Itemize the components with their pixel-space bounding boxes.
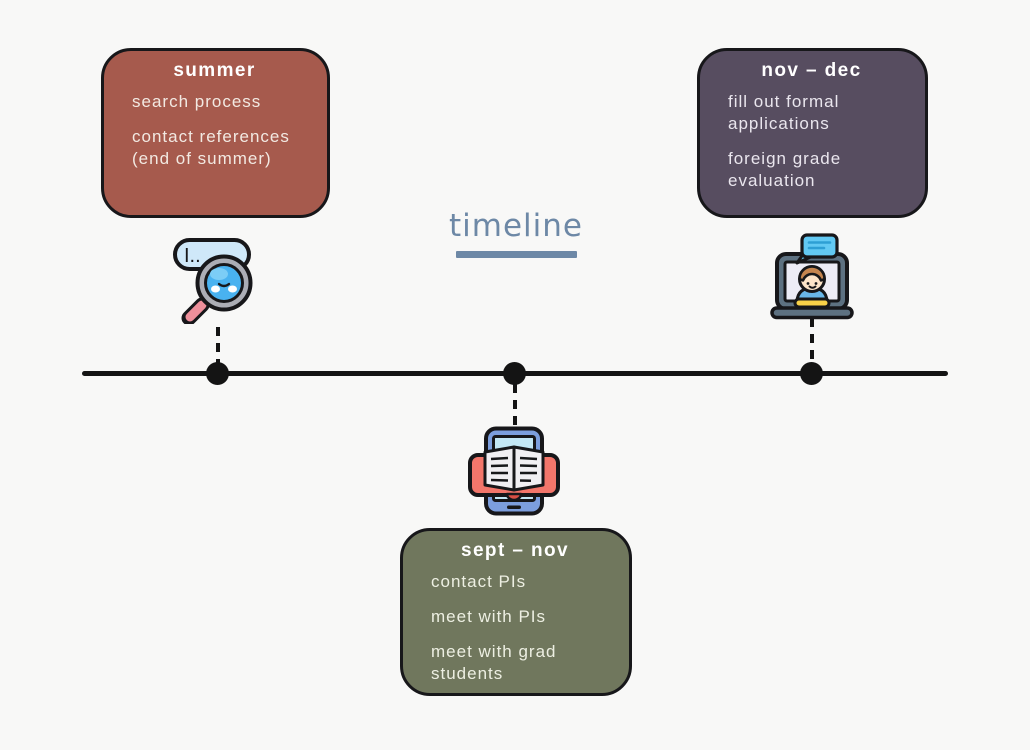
card-item: fill out formal applications bbox=[728, 92, 840, 133]
search-pill-label: I.. bbox=[184, 245, 201, 267]
card-summer: summer search process contact references… bbox=[101, 48, 330, 218]
card-title: summer bbox=[173, 60, 256, 81]
timeline-dot bbox=[503, 362, 526, 385]
timeline-dot bbox=[800, 362, 823, 385]
card-item: contact PIs bbox=[431, 572, 527, 591]
title-underline bbox=[456, 251, 577, 258]
card-item: foreign grade evaluation bbox=[728, 149, 842, 190]
card-item: search process bbox=[132, 92, 262, 111]
card-item: contact references (end of summer) bbox=[132, 127, 290, 168]
dashed-connector bbox=[513, 384, 517, 427]
laptop-video-call-icon bbox=[769, 233, 856, 320]
card-nov-dec: nov – dec fill out formal applications f… bbox=[697, 48, 928, 218]
search-magnifier-icon: I.. bbox=[171, 227, 265, 324]
ebook-reader-icon bbox=[467, 426, 561, 516]
timeline-dot bbox=[206, 362, 229, 385]
card-item: meet with PIs bbox=[431, 607, 547, 626]
card-title: sept – nov bbox=[461, 540, 569, 561]
dashed-connector bbox=[810, 318, 814, 363]
dashed-connector bbox=[216, 327, 220, 363]
card-item: meet with grad students bbox=[431, 642, 557, 683]
card-title: nov – dec bbox=[761, 60, 862, 81]
page-title: timeline bbox=[449, 208, 583, 244]
card-sept-nov: sept – nov contact PIs meet with PIs mee… bbox=[400, 528, 632, 696]
